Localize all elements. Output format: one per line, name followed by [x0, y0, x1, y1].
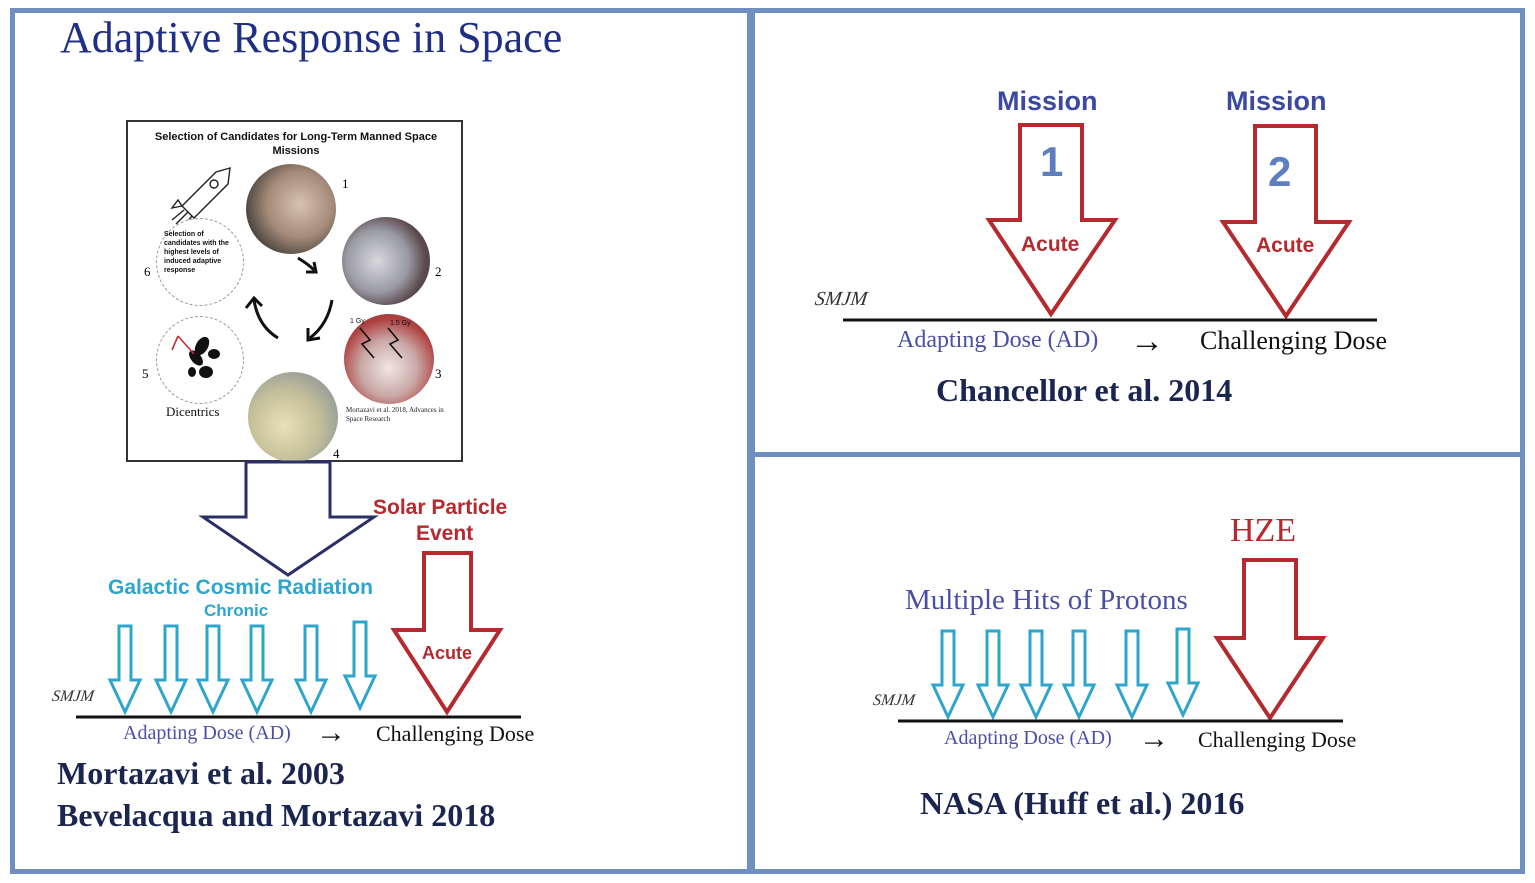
- dose-label-b: 1.5 Gy: [390, 320, 411, 327]
- spe-acute-arrow: [390, 551, 504, 716]
- dose-label-a: 1 Gy: [350, 318, 365, 325]
- step1-photo: [246, 164, 336, 254]
- step-number-3: 3: [435, 366, 442, 381]
- left-signature: SMJM: [50, 688, 96, 705]
- mission1-acute: Acute: [1021, 233, 1080, 256]
- mission2-label: Mission: [1226, 86, 1327, 116]
- gcr-arrows: [107, 620, 378, 716]
- br-ref: NASA (Huff et al.) 2016: [920, 785, 1245, 821]
- left-acute-label: Acute: [422, 643, 473, 663]
- dose-symbols-icon: [359, 327, 403, 359]
- br-signature: SMJM: [871, 692, 917, 709]
- step-number-2: 2: [435, 264, 442, 279]
- inset-title: Selection of Candidates for Long-Term Ma…: [154, 131, 438, 157]
- br-challenging-dose: Challenging Dose: [1198, 727, 1357, 752]
- tr-ref: Chancellor et al. 2014: [936, 372, 1233, 408]
- br-adapting-dose: Adapting Dose (AD): [944, 727, 1112, 749]
- mission2-acute: Acute: [1256, 234, 1315, 257]
- step-number-6: 6: [144, 264, 151, 279]
- tr-signature: SMJM: [813, 288, 869, 310]
- gcr-label: Galactic Cosmic Radiation: [108, 576, 373, 599]
- tr-challenging-dose: Challenging Dose: [1200, 326, 1388, 355]
- big-down-arrow: [198, 460, 379, 577]
- left-ref2: Bevelacqua and Mortazavi 2018: [57, 797, 496, 833]
- mission1-arrow: [985, 123, 1119, 318]
- hze-label: HZE: [1230, 512, 1297, 549]
- spe-label-line1: Solar Particle: [373, 496, 508, 519]
- step-number-1: 1: [342, 176, 349, 191]
- chronic-label: Chronic: [204, 601, 269, 620]
- mission2-number: 2: [1268, 148, 1292, 195]
- proton-arrows: [930, 627, 1201, 721]
- step6-circle: [156, 218, 244, 306]
- chromosome-icon: [171, 335, 220, 378]
- tr-arrow: →: [1130, 322, 1164, 360]
- mission1-number: 1: [1040, 138, 1064, 185]
- protons-label: Multiple Hits of Protons: [905, 584, 1188, 616]
- step4-photo: [248, 372, 338, 462]
- left-title: Adaptive Response in Space: [60, 13, 563, 62]
- left-challenging-dose: Challenging Dose: [376, 721, 535, 746]
- inset-citation: Mortazavi et al. 2018, Advances in Space…: [346, 406, 444, 423]
- step2-photo: [342, 217, 430, 305]
- tr-adapting-dose: Adapting Dose (AD): [897, 327, 1099, 353]
- mission1-label: Mission: [997, 86, 1098, 116]
- hze-arrow: [1213, 558, 1327, 722]
- left-arrow: →: [316, 716, 346, 749]
- mission2-arrow: [1219, 124, 1353, 320]
- step-number-4: 4: [333, 446, 340, 461]
- cycle-arrows-icon: [244, 256, 334, 342]
- spe-label-line2: Event: [416, 522, 474, 545]
- left-ref1: Mortazavi et al. 2003: [57, 755, 345, 791]
- br-arrow: →: [1139, 722, 1169, 755]
- dicentrics-label: Dicentrics: [166, 404, 220, 419]
- left-adapting-dose: Adapting Dose (AD): [123, 722, 291, 744]
- selection-text: Selection of candidates with the highest…: [164, 231, 229, 274]
- step-number-5: 5: [142, 366, 149, 381]
